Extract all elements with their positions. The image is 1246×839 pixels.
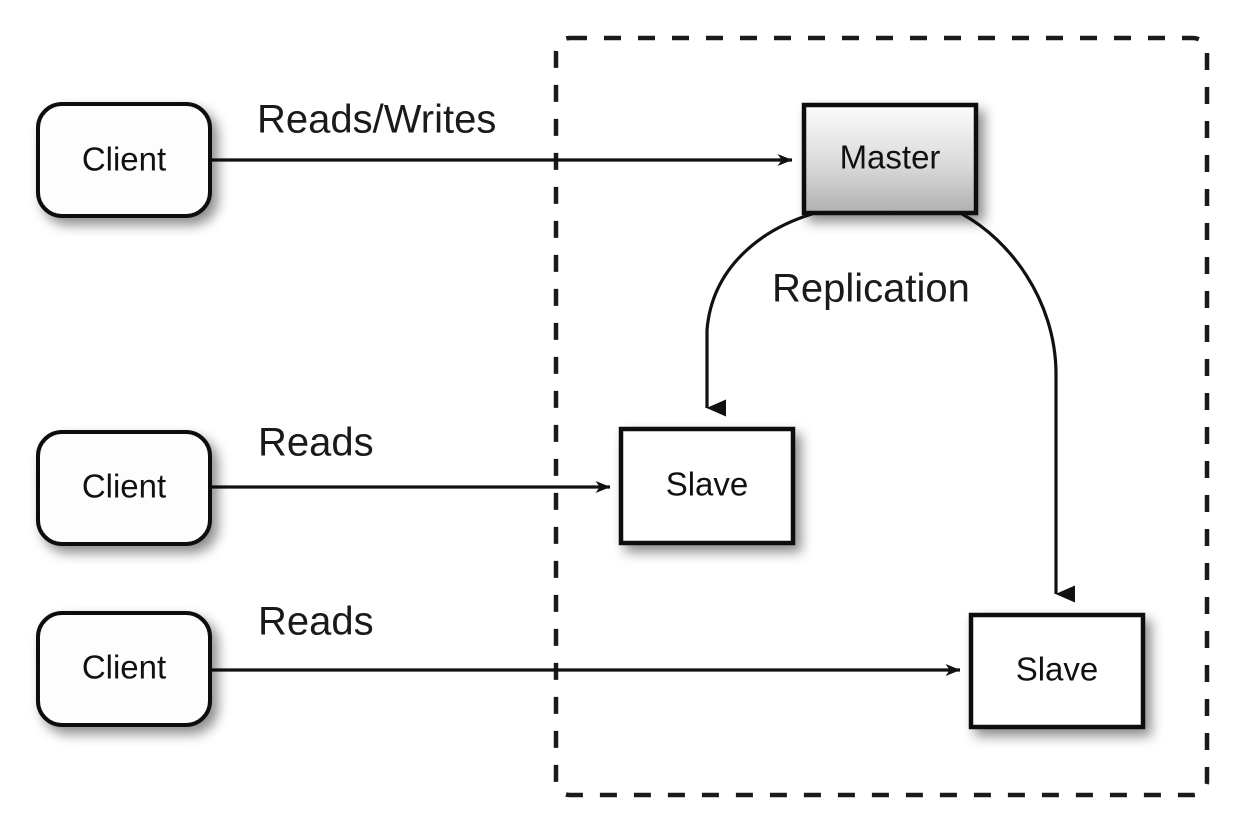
node-master[interactable]: Master xyxy=(801,102,979,216)
client-2-box[interactable] xyxy=(36,430,212,546)
slave-2-box[interactable] xyxy=(968,612,1146,730)
slave-1-box[interactable] xyxy=(618,426,796,546)
edge-label-reads-slave2: Reads xyxy=(258,600,374,644)
client-2-label: Client xyxy=(82,468,166,505)
client-1-box[interactable] xyxy=(36,102,212,218)
edge-master-slave1 xyxy=(705,212,813,417)
edge-master-slave2 xyxy=(961,212,1075,603)
client-3-label: Client xyxy=(82,649,166,686)
database-cluster-boundary xyxy=(553,35,1210,798)
client-3-box[interactable] xyxy=(36,611,212,727)
master-box[interactable] xyxy=(801,102,979,216)
node-slave-2[interactable]: Slave xyxy=(968,612,1146,730)
node-client-1[interactable]: Client xyxy=(36,102,212,218)
slave-1-label: Slave xyxy=(666,466,749,503)
node-client-3[interactable]: Client xyxy=(36,611,212,727)
node-slave-1[interactable]: Slave xyxy=(618,426,796,546)
master-label: Master xyxy=(840,139,941,176)
edge-label-reads-writes: Reads/Writes xyxy=(257,98,496,142)
node-client-2[interactable]: Client xyxy=(36,430,212,546)
edge-label-replication: Replication xyxy=(772,267,970,311)
slave-2-label: Slave xyxy=(1016,651,1099,688)
edge-label-reads-slave1: Reads xyxy=(258,421,374,465)
client-1-label: Client xyxy=(82,141,166,178)
